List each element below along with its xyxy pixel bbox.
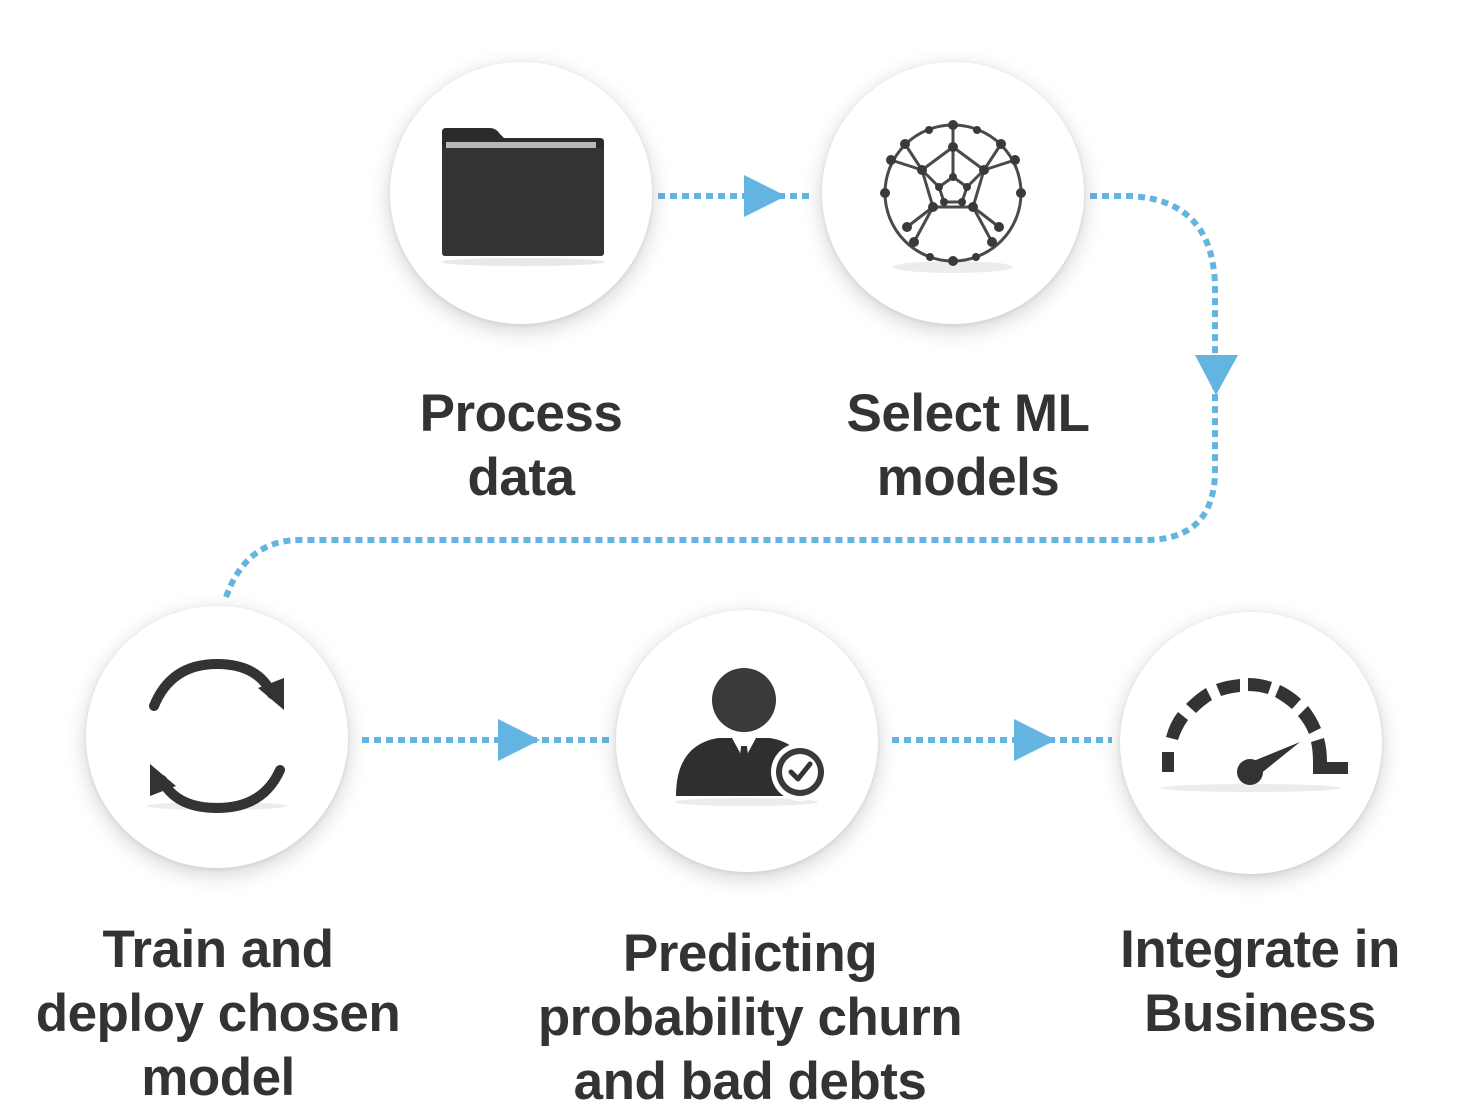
label-line: Select ML [846, 384, 1090, 443]
label-line: Process [419, 384, 623, 443]
refresh-arrows-icon [147, 658, 287, 814]
connector-select-to-train [222, 193, 1218, 601]
folder-icon [441, 128, 605, 266]
label-train-deploy: Train and deploy chosen model [0, 918, 438, 1110]
step-select-ml-models [822, 62, 1084, 324]
step-train-deploy [86, 606, 348, 868]
label-integrate: Integrate in Business [1040, 918, 1480, 1046]
label-select-ml-models: Select ML models [748, 382, 1188, 510]
arrowhead-down-icon [1195, 355, 1238, 395]
label-line: model [141, 1048, 295, 1107]
arrowhead-right-icon [744, 175, 786, 217]
label-line: data [467, 448, 575, 507]
step-predicting [616, 610, 878, 872]
label-line: Predicting [622, 924, 878, 983]
speedometer-icon [1161, 678, 1348, 792]
label-line: probability churn [537, 988, 963, 1047]
step-process-data [390, 62, 652, 324]
label-line: Integrate in [1120, 920, 1400, 979]
label-process-data: Process data [301, 382, 741, 510]
label-predicting: Predicting probability churn and bad deb… [530, 922, 970, 1114]
label-line: Business [1144, 984, 1376, 1043]
label-line: deploy chosen [35, 984, 401, 1043]
label-line: models [876, 448, 1060, 507]
label-line: Train and [102, 920, 334, 979]
molecule-icon [880, 120, 1026, 273]
arrowhead-right-icon [1014, 719, 1056, 761]
step-integrate [1120, 612, 1382, 874]
arrowhead-right-icon [498, 719, 540, 761]
label-line: and bad debts [573, 1052, 927, 1111]
businessman-check-icon [674, 668, 829, 806]
